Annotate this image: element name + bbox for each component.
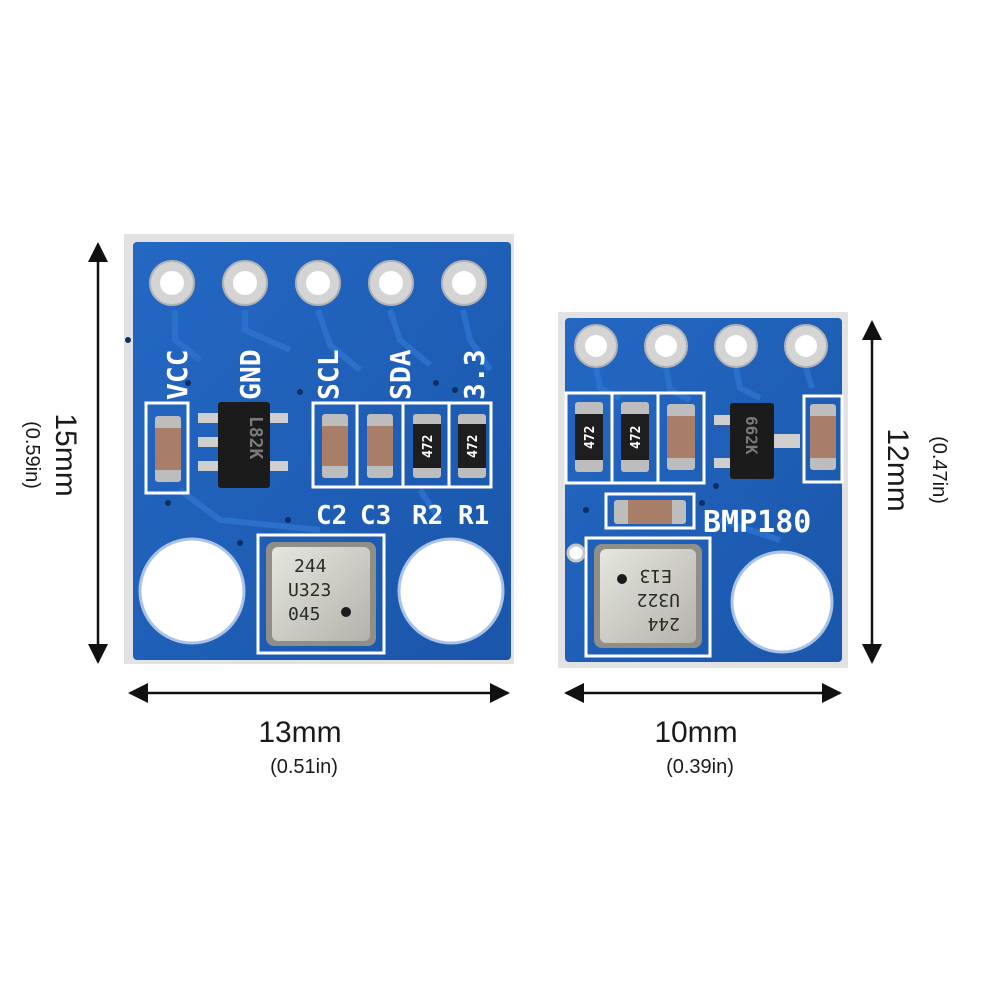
small-width-label: 10mm bbox=[654, 716, 737, 749]
small-mount-hole bbox=[730, 550, 834, 654]
large-regulator-chip: L82K bbox=[198, 402, 288, 488]
large-traces bbox=[172, 309, 493, 533]
label-r1: R1 bbox=[458, 501, 489, 531]
large-header-pins bbox=[149, 260, 487, 306]
pin-label-gnd: GND bbox=[234, 349, 267, 400]
large-capacitor-c2 bbox=[322, 414, 348, 478]
large-sensor-mark-1: 244 bbox=[294, 556, 327, 577]
large-width-imperial: (0.51in) bbox=[270, 756, 338, 778]
large-silk-outlines bbox=[144, 401, 493, 655]
small-board: 472 472 662K BMP180 bbox=[558, 312, 848, 668]
small-height-label: 12mm bbox=[881, 428, 914, 511]
small-vias bbox=[583, 483, 719, 513]
small-resistor-1-mark: 472 bbox=[583, 426, 598, 449]
pin-label-vcc: VCC bbox=[161, 349, 194, 400]
small-height-imperial: (0.47in) bbox=[928, 436, 950, 504]
large-height-imperial: (0.59in) bbox=[21, 421, 43, 489]
label-c3: C3 bbox=[360, 501, 391, 531]
small-sensor-mark-1: 244 bbox=[647, 613, 680, 634]
large-pin-labels: VCC GND SCL SDA 3.3 bbox=[161, 349, 491, 400]
small-width-imperial: (0.39in) bbox=[666, 756, 734, 778]
large-resistor-r1-mark: 472 bbox=[466, 435, 481, 458]
label-c2: C2 bbox=[316, 501, 347, 531]
large-sensor-mark-2: U323 bbox=[288, 580, 331, 601]
small-header-pins bbox=[574, 324, 828, 368]
small-resistor-2: 472 bbox=[621, 402, 649, 472]
small-capacitor-3 bbox=[614, 500, 686, 524]
large-vias bbox=[125, 337, 458, 546]
small-resistor-1: 472 bbox=[575, 402, 603, 472]
pin-label-3v3: 3.3 bbox=[458, 349, 491, 400]
small-resistor-2-mark: 472 bbox=[629, 426, 644, 449]
dimension-arrows bbox=[88, 242, 882, 703]
pin-label-sda: SDA bbox=[384, 349, 417, 400]
large-sensor-mark-3: 045 bbox=[288, 604, 321, 625]
large-capacitor-c3 bbox=[367, 414, 393, 478]
large-pressure-sensor: 244 U323 045 bbox=[266, 542, 376, 646]
label-r2: R2 bbox=[412, 501, 443, 531]
large-mount-hole-left bbox=[138, 537, 246, 645]
large-capacitor-left bbox=[155, 416, 181, 482]
small-regulator-chip: 662K bbox=[714, 403, 800, 479]
small-capacitor-2 bbox=[810, 404, 836, 470]
large-resistor-r2-mark: 472 bbox=[421, 435, 436, 458]
large-regulator-marking: L82K bbox=[245, 416, 266, 460]
small-via-ring bbox=[566, 543, 586, 563]
small-sensor-mark-2: U322 bbox=[637, 589, 680, 610]
large-resistor-r2: 472 bbox=[413, 414, 441, 478]
large-height-label: 15mm bbox=[49, 413, 82, 496]
small-sensor-mark-3: E13 bbox=[639, 565, 672, 586]
large-board: VCC GND SCL SDA 3.3 L82K bbox=[124, 234, 514, 664]
small-capacitor-1 bbox=[667, 404, 695, 470]
small-regulator-marking: 662K bbox=[742, 416, 761, 455]
large-mount-hole-right bbox=[397, 537, 505, 645]
small-silk-outlines bbox=[564, 391, 844, 658]
board-name-bmp180: BMP180 bbox=[703, 505, 811, 540]
pin-label-scl: SCL bbox=[312, 349, 345, 400]
large-resistor-r1: 472 bbox=[458, 414, 486, 478]
large-width-label: 13mm bbox=[258, 716, 341, 749]
small-pressure-sensor: 244 U322 E13 bbox=[594, 544, 702, 648]
